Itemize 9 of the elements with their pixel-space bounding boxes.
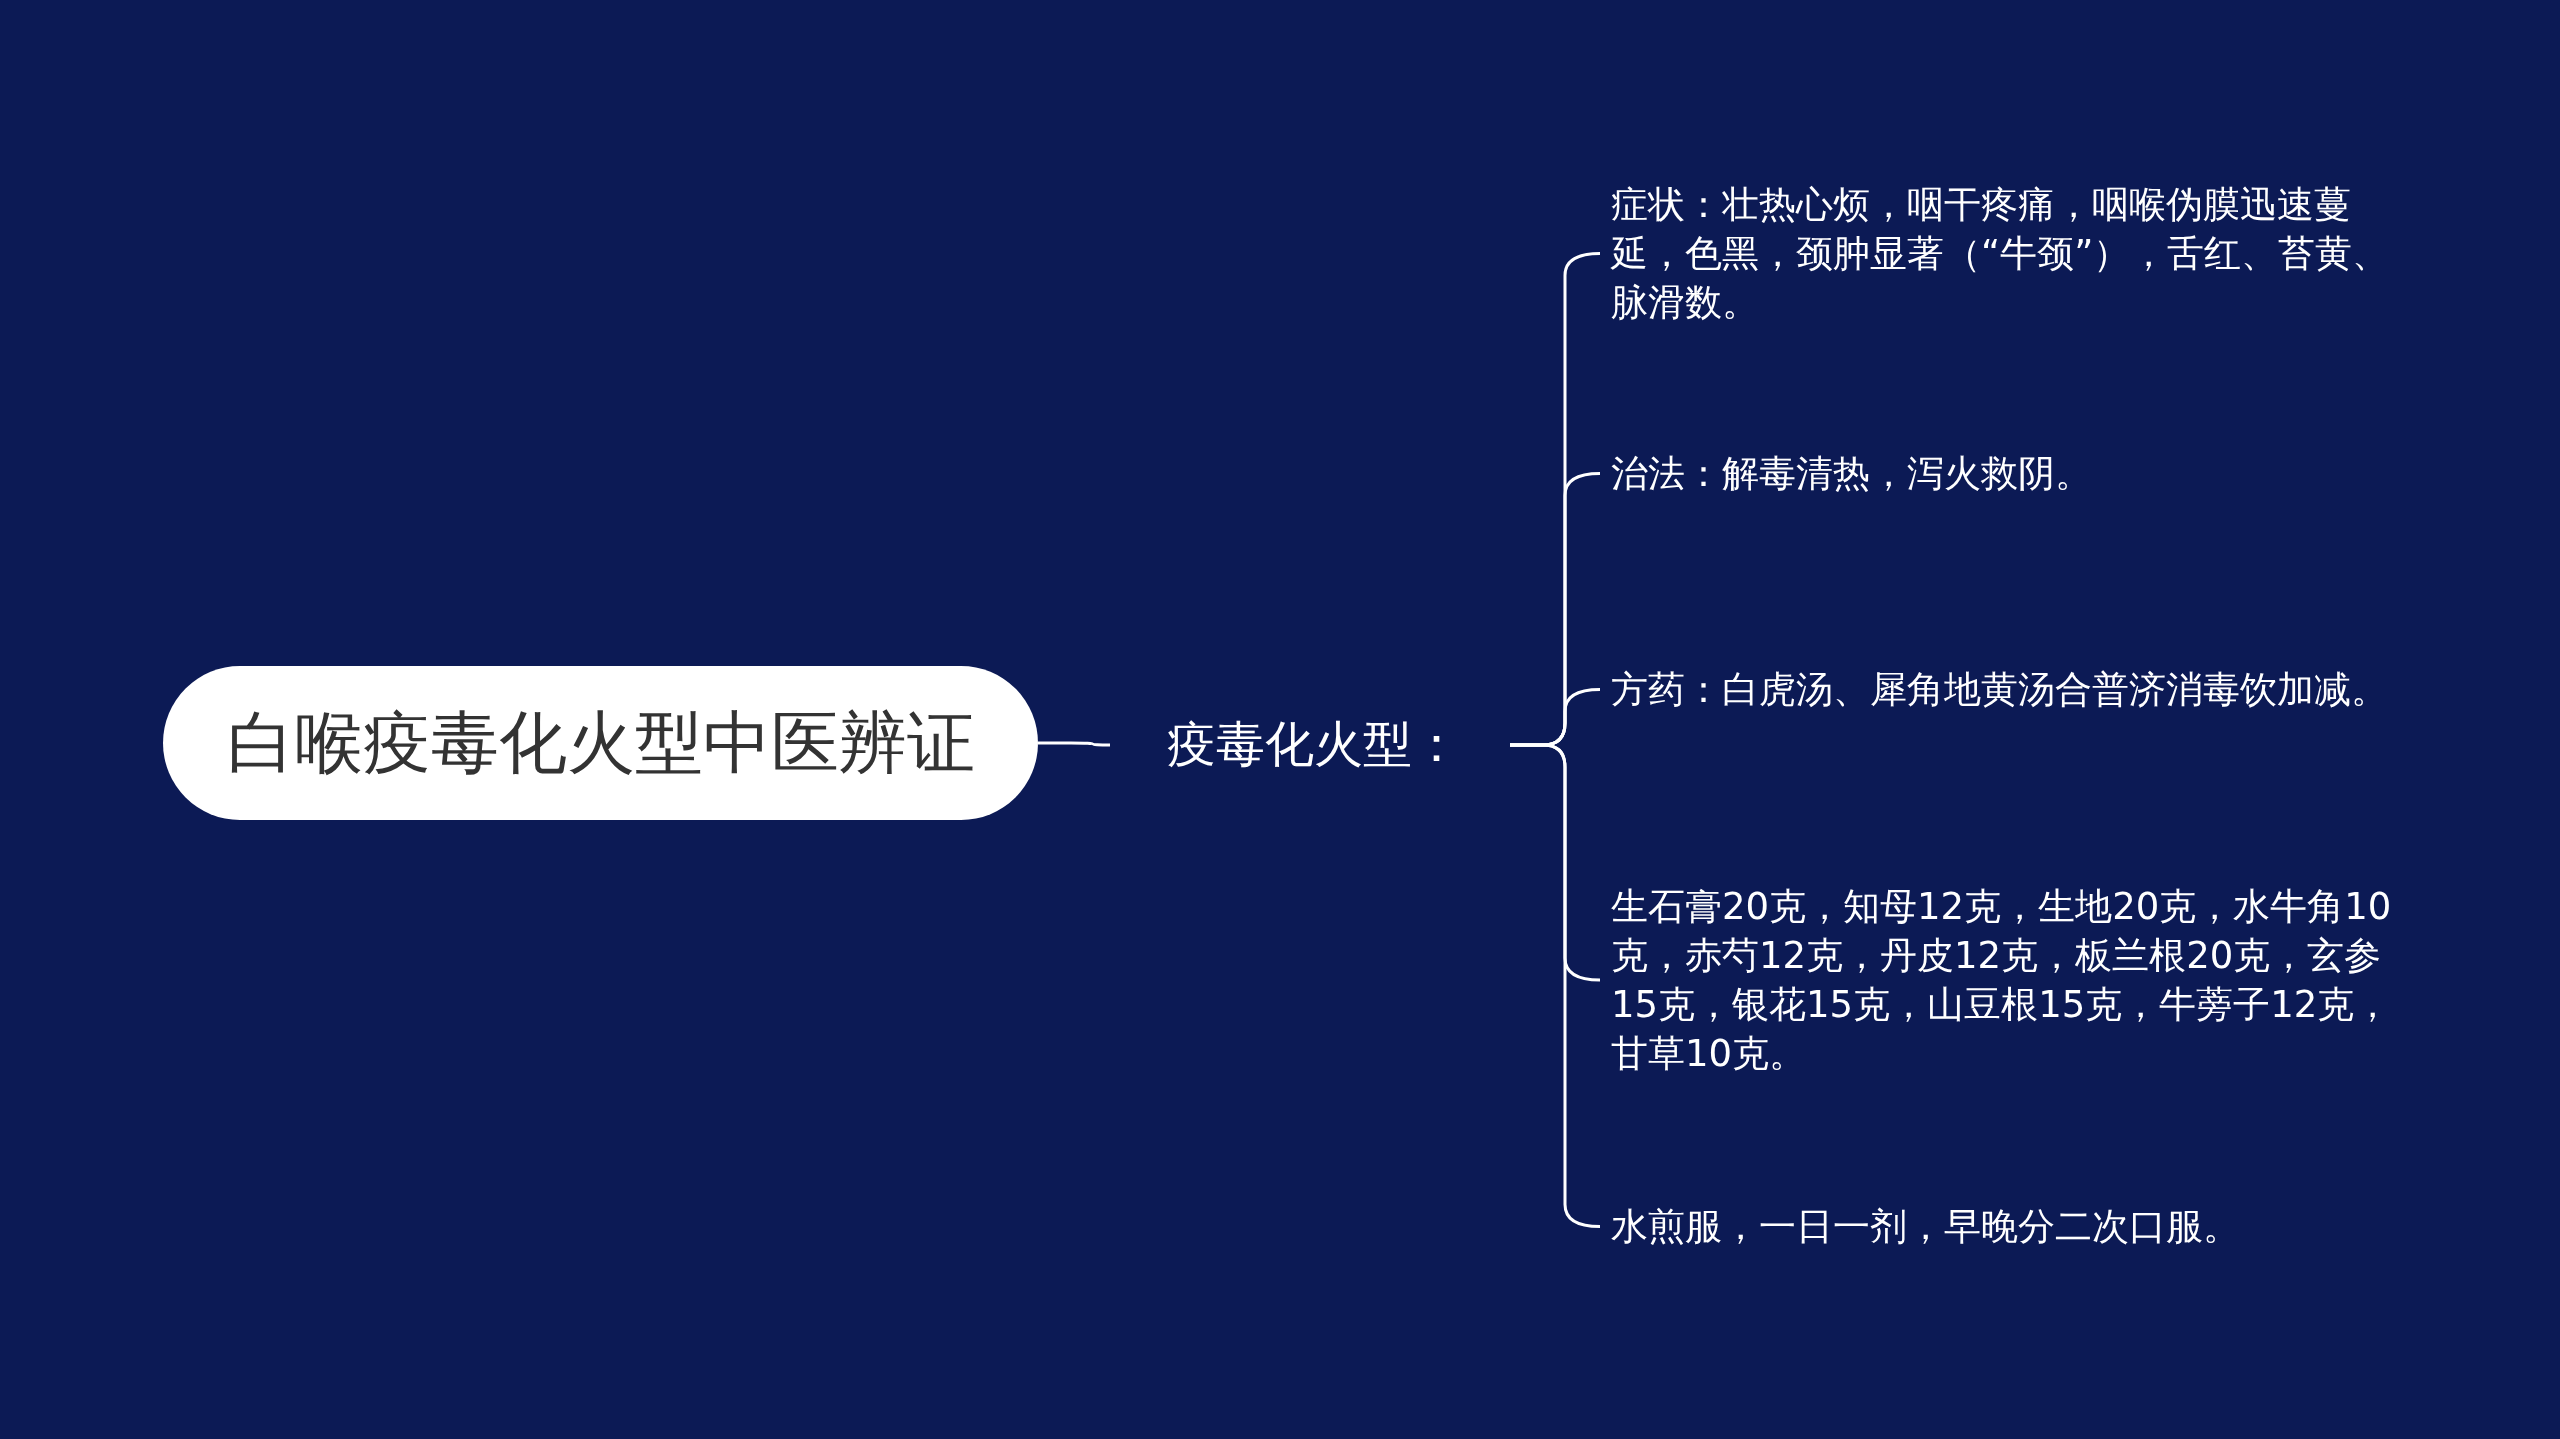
leaf-text: 治法：解毒清热，泻火救阴。 <box>1600 449 2400 498</box>
topic-box: 白喉疫毒化火型中医辨证 <box>163 666 1038 820</box>
leaf-text: 生石膏20克，知母12克，生地20克，水牛角10克，赤芍12克，丹皮12克，板兰根20克，玄参15克，银花15克，山豆根15克，牛蒡子12克，甘草10克。 <box>1600 882 2400 1078</box>
leaf-text: 方药：白虎汤、犀角地黄汤合普济消毒饮加减。 <box>1600 665 2400 714</box>
connector-line <box>1510 743 1601 1228</box>
connector-line <box>1038 741 1110 747</box>
leaf-text: 水煎服，一日一剂，早晚分二次口服。 <box>1600 1202 2400 1251</box>
branch-label: 疫毒化火型： <box>1110 715 1510 775</box>
leaf-text: 症状：壮热心烦，咽干疼痛，咽喉伪膜迅速蔓延，色黑，颈肿显著（“牛颈”），舌红、苔黄、脉滑数。 <box>1600 180 2400 327</box>
